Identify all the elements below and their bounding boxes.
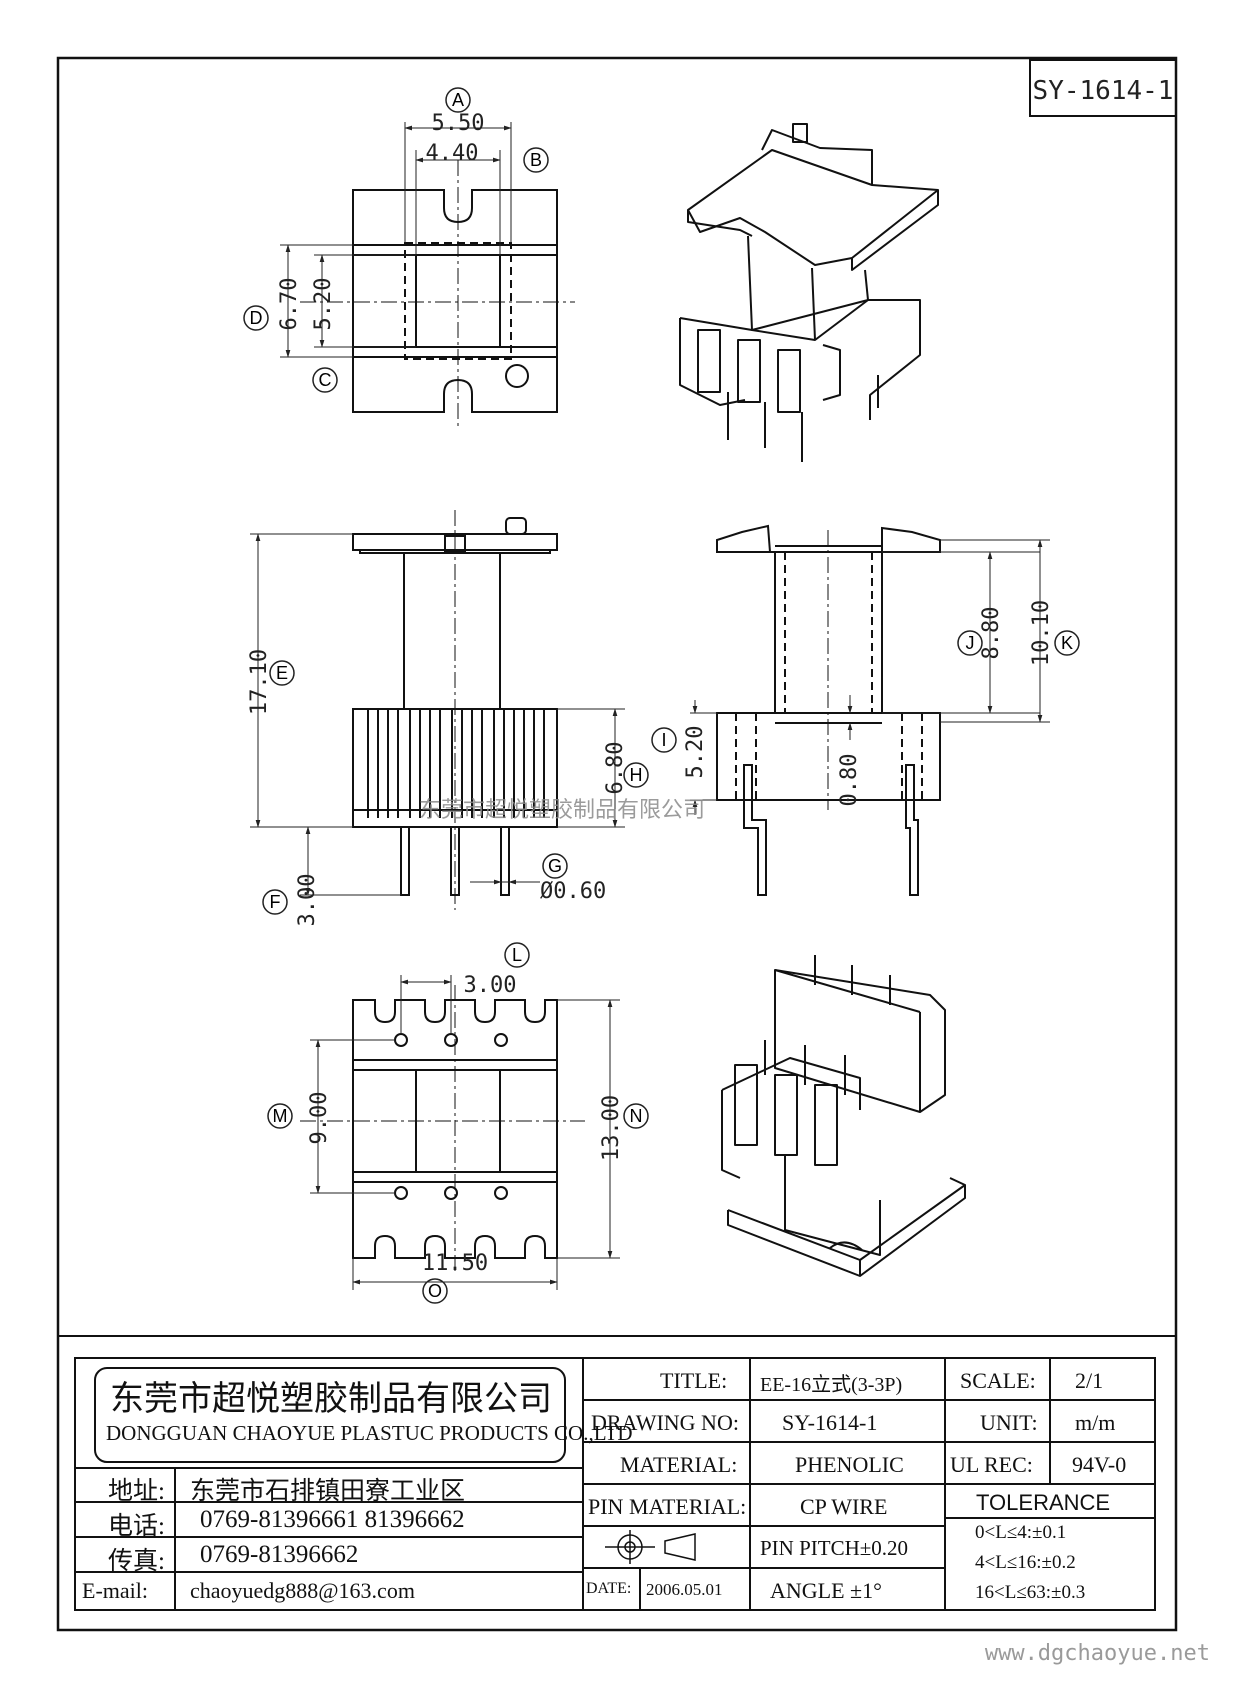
callout-L: L xyxy=(504,942,530,968)
callout-E: E xyxy=(269,660,295,686)
tolerance-row-3: 16<L≤63:±0.3 xyxy=(975,1582,1086,1603)
top-view-dims xyxy=(280,122,512,358)
tolerance-row-2: 4<L≤16:±0.2 xyxy=(975,1552,1076,1573)
scale-label: SCALE: xyxy=(960,1368,1036,1393)
tolerance-label: TOLERANCE xyxy=(976,1490,1111,1515)
fax-value: 0769-81396662 xyxy=(200,1541,359,1568)
callout-D: D xyxy=(243,305,269,331)
svg-text:M: M xyxy=(273,1106,288,1126)
phone-label: 电话: xyxy=(108,1513,165,1540)
dim-H-value: 6.80 xyxy=(603,742,628,795)
dim-J-value: 8.80 xyxy=(979,607,1004,660)
callout-N: N xyxy=(623,1103,649,1129)
title-block-grid xyxy=(58,1335,1176,1611)
phone-value: 0769-81396661 81396662 xyxy=(200,1506,465,1533)
svg-text:E: E xyxy=(276,663,288,683)
bottom-view xyxy=(300,985,585,1275)
date-label: DATE: xyxy=(586,1580,632,1597)
dim-E-value: 17.10 xyxy=(247,649,272,715)
side-view-dims xyxy=(690,539,1050,815)
address-value: 东莞市石排镇田寮工业区 xyxy=(190,1478,466,1505)
unit-value: m/m xyxy=(1075,1410,1116,1435)
dim-K-value: 10.10 xyxy=(1029,600,1054,666)
svg-text:L: L xyxy=(512,945,522,965)
svg-text:K: K xyxy=(1061,633,1073,653)
svg-text:A: A xyxy=(452,90,464,110)
scale-value: 2/1 xyxy=(1075,1368,1104,1393)
dim-M-value: 9.00 xyxy=(307,1092,332,1145)
title-value: EE-16立式(3-3P) xyxy=(760,1374,903,1396)
callout-O: O xyxy=(422,1278,448,1304)
callout-J: J xyxy=(957,630,983,656)
callout-F: F xyxy=(262,889,288,915)
pin-pitch: PIN PITCH±0.20 xyxy=(760,1536,909,1560)
callout-M: M xyxy=(267,1103,293,1129)
dim-O-value: 11.50 xyxy=(422,1251,488,1276)
title-label: TITLE: xyxy=(660,1368,728,1393)
address-label: 地址: xyxy=(108,1478,165,1505)
company-name-en: DONGGUAN CHAOYUE PLASTUC PRODUCTS CO.,LT… xyxy=(106,1421,633,1445)
dim-G-value: Ø0.60 xyxy=(540,879,606,904)
front-view xyxy=(352,510,558,910)
dim-B-value: 4.40 xyxy=(426,141,479,166)
dim-I-value: 5.20 xyxy=(683,726,708,779)
callout-A: A xyxy=(445,87,471,113)
dim-center-gap-value: 0.80 xyxy=(837,754,862,807)
dim-D-value: 6.70 xyxy=(277,278,302,331)
svg-text:B: B xyxy=(530,150,542,170)
callout-B: B xyxy=(523,147,549,173)
projection-symbol-icon xyxy=(605,1530,696,1564)
email-value: chaoyuedg888@163.com xyxy=(190,1578,415,1603)
drawing-number-box: SY-1614-1 xyxy=(1029,59,1177,117)
center-watermark: 东莞市超悦塑胶制品有限公司 xyxy=(419,797,705,822)
svg-text:N: N xyxy=(630,1106,643,1126)
isometric-view-bottom xyxy=(721,955,966,1277)
svg-text:I: I xyxy=(661,730,666,750)
front-view-dims xyxy=(250,533,625,896)
svg-text:J: J xyxy=(966,633,975,653)
drawing-no-label: DRAWING NO: xyxy=(591,1410,739,1435)
callout-K: K xyxy=(1054,630,1080,656)
dim-F-value: 3.00 xyxy=(295,874,320,927)
top-view xyxy=(300,160,575,430)
svg-text:O: O xyxy=(428,1281,442,1301)
ul-value: 94V-0 xyxy=(1072,1452,1127,1477)
material-value: PHENOLIC xyxy=(795,1452,904,1477)
pin-material-label: PIN MATERIAL: xyxy=(588,1494,747,1519)
angle-value: ANGLE ±1° xyxy=(770,1578,882,1603)
callout-H: H xyxy=(623,762,649,788)
isometric-view-top xyxy=(679,123,939,462)
company-name-cn: 东莞市超悦塑胶制品有限公司 xyxy=(110,1381,552,1418)
dim-A-value: 5.50 xyxy=(432,111,485,136)
outer-frame xyxy=(56,56,1178,1632)
svg-text:F: F xyxy=(270,892,281,912)
date-value: 2006.05.01 xyxy=(646,1580,723,1599)
material-label: MATERIAL: xyxy=(620,1452,738,1477)
dim-N-value: 13.00 xyxy=(599,1095,624,1161)
drawing-no-value: SY-1614-1 xyxy=(782,1410,878,1435)
unit-label: UNIT: xyxy=(980,1410,1038,1435)
site-watermark: www.dgchaoyue.net xyxy=(985,1641,1210,1666)
drawing-number-text: SY-1614-1 xyxy=(1033,76,1174,106)
svg-text:C: C xyxy=(319,370,332,390)
svg-text:H: H xyxy=(630,765,643,785)
pin-material-value: CP WIRE xyxy=(800,1494,888,1519)
dim-L-value: 3.00 xyxy=(464,973,517,998)
tolerance-row-1: 0<L≤4:±0.1 xyxy=(975,1522,1067,1543)
callout-C: C xyxy=(312,367,338,393)
fax-label: 传真: xyxy=(108,1548,165,1575)
callout-G: G xyxy=(542,853,568,879)
ul-label: UL REC: xyxy=(950,1452,1033,1477)
callout-I: I xyxy=(651,727,677,753)
svg-text:G: G xyxy=(548,856,562,876)
dim-D-inner-value: 5.20 xyxy=(311,278,336,331)
email-label: E-mail: xyxy=(82,1578,148,1603)
svg-text:D: D xyxy=(250,308,263,328)
side-view xyxy=(716,524,941,896)
bottom-view-dims xyxy=(310,975,620,1290)
